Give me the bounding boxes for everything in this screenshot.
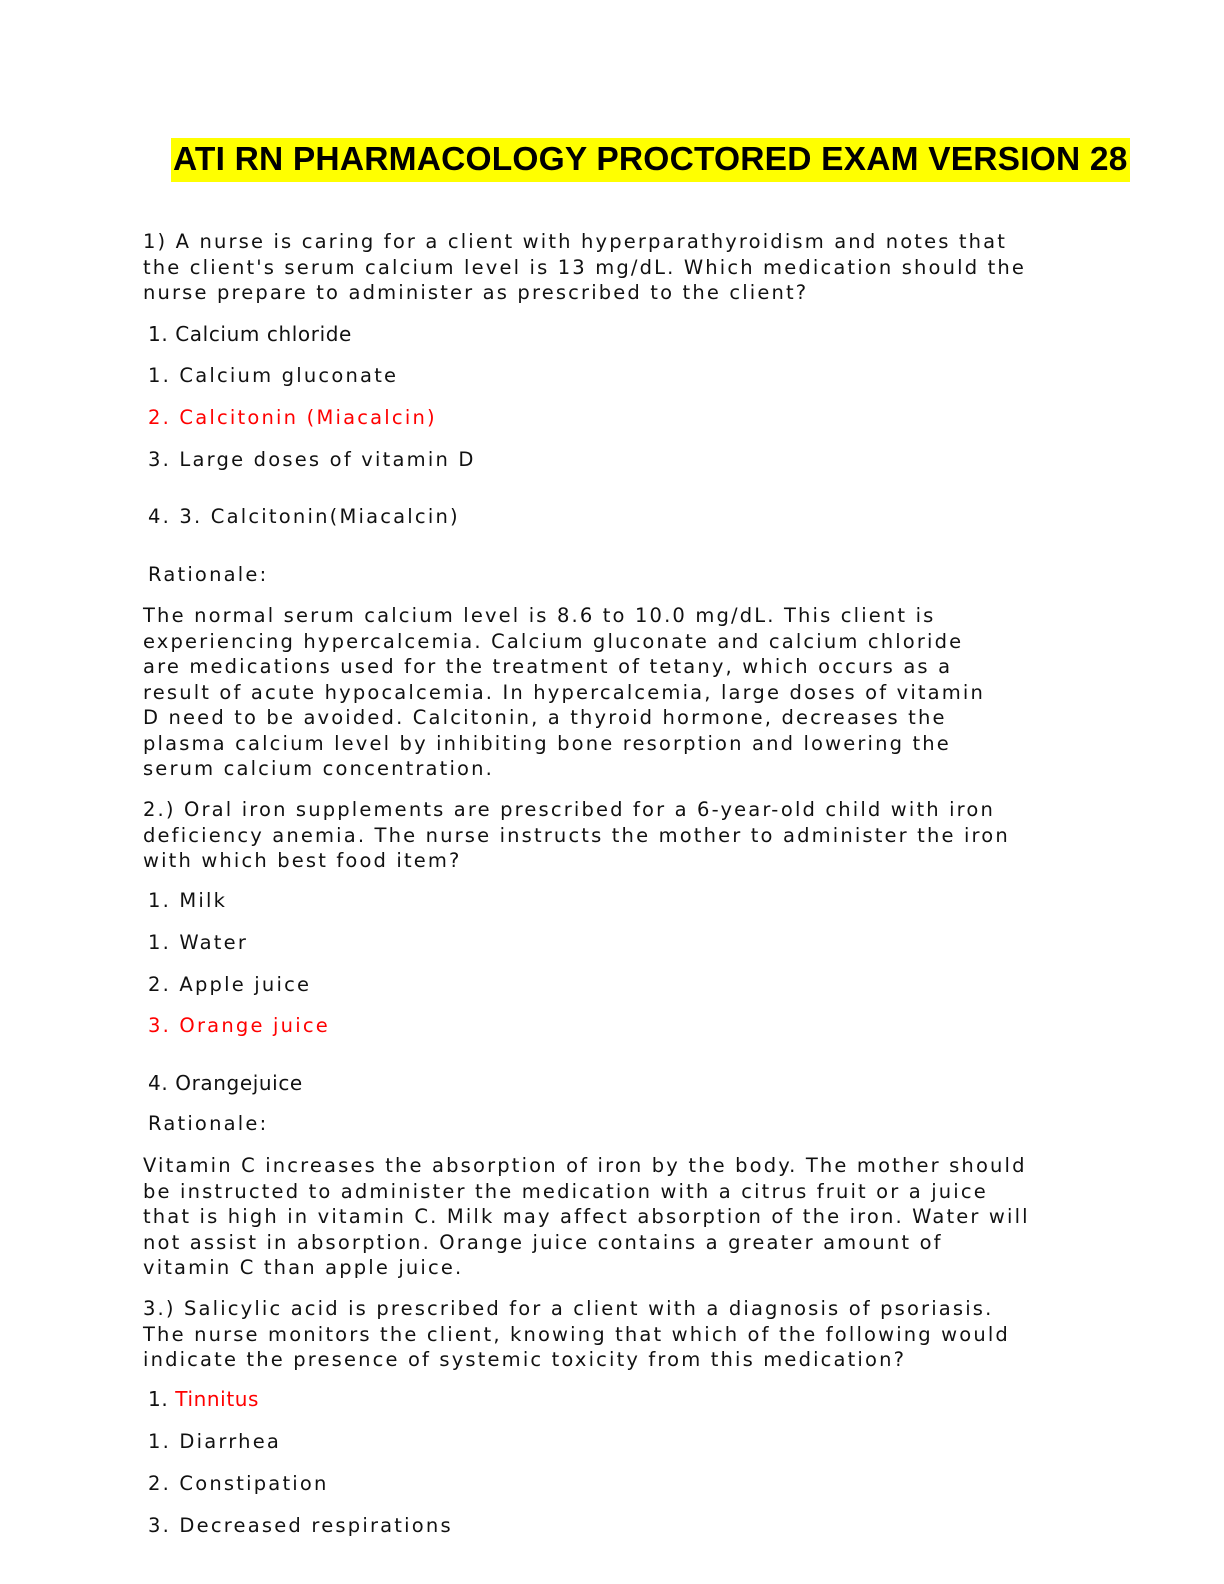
q2-option: 1. Water bbox=[148, 931, 249, 954]
question-line: 1) A nurse is caring for a client with h… bbox=[143, 230, 1008, 253]
question-line: deficiency anemia. The nurse instructs t… bbox=[143, 823, 1010, 847]
q2-option: 4. Orangejuice bbox=[148, 1071, 303, 1095]
q3-option: 3. Decreased respirations bbox=[148, 1514, 453, 1537]
question-3-text: 3.) Salicylic acid is prescribed for a c… bbox=[143, 1296, 1010, 1373]
q2-option: 1. Milk bbox=[148, 889, 228, 912]
rationale-line: vitamin C than apple juice. bbox=[143, 1256, 464, 1279]
rationale-line: not assist in absorption. Orange juice c… bbox=[143, 1230, 943, 1254]
q3-option-correct: Tinnitus bbox=[175, 1387, 260, 1411]
rationale-line: serum calcium concentration. bbox=[143, 757, 494, 780]
question-line: with which best food item? bbox=[143, 849, 462, 872]
question-line: indicate the presence of systemic toxici… bbox=[143, 1348, 907, 1371]
q3-option-correct-row: 1. Tinnitus bbox=[148, 1387, 259, 1411]
question-line: 2.) Oral iron supplements are prescribed… bbox=[143, 798, 995, 821]
question-2-text: 2.) Oral iron supplements are prescribed… bbox=[143, 797, 1010, 874]
q2-option: 2. Apple juice bbox=[148, 973, 312, 996]
question-line: the client's serum calcium level is 13 m… bbox=[143, 255, 1027, 279]
rationale-line: The normal serum calcium level is 8.6 to… bbox=[143, 604, 936, 627]
q3-option: 2. Constipation bbox=[148, 1472, 329, 1495]
rationale-line: be instructed to administer the medicati… bbox=[143, 1179, 988, 1203]
question-line: The nurse monitors the client, knowing t… bbox=[143, 1322, 1010, 1346]
q1-option: 1. Calcium gluconate bbox=[148, 364, 399, 387]
rationale-line: result of acute hypocalcemia. In hyperca… bbox=[143, 680, 985, 704]
rationale-line: that is high in vitamin C. Milk may affe… bbox=[143, 1205, 1030, 1228]
q3-option: 1. Diarrhea bbox=[148, 1430, 282, 1453]
q2-rationale: Vitamin C increases the absorption of ir… bbox=[143, 1153, 1030, 1281]
rationale-label: Rationale: bbox=[148, 1112, 269, 1135]
question-line: 3.) Salicylic acid is prescribed for a c… bbox=[143, 1297, 994, 1320]
page-title: ATI RN PHARMACOLOGY PROCTORED EXAM VERSI… bbox=[171, 138, 1130, 182]
q1-option: 1. Calcium chloride bbox=[148, 322, 352, 346]
q1-option-correct: 2. Calcitonin (Miacalcin) bbox=[148, 406, 437, 429]
rationale-line: Vitamin C increases the absorption of ir… bbox=[143, 1154, 1027, 1177]
q1-option: 3. Large doses of vitamin D bbox=[148, 448, 476, 471]
rationale-line: are medications used for the treatment o… bbox=[143, 655, 953, 678]
q2-option-correct: 3. Orange juice bbox=[148, 1014, 330, 1037]
q1-option: 4. 3. Calcitonin(Miacalcin) bbox=[148, 505, 460, 528]
rationale-label: Rationale: bbox=[148, 563, 269, 586]
q1-rationale: The normal serum calcium level is 8.6 to… bbox=[143, 603, 985, 782]
question-line: nurse prepare to administer as prescribe… bbox=[143, 281, 809, 304]
rationale-line: D need to be avoided. Calcitonin, a thyr… bbox=[143, 706, 947, 729]
option-number: 1. bbox=[148, 1387, 176, 1411]
question-1-text: 1) A nurse is caring for a client with h… bbox=[143, 229, 1026, 306]
rationale-line: experiencing hypercalcemia. Calcium gluc… bbox=[143, 629, 964, 653]
rationale-line: plasma calcium level by inhibiting bone … bbox=[143, 731, 951, 755]
